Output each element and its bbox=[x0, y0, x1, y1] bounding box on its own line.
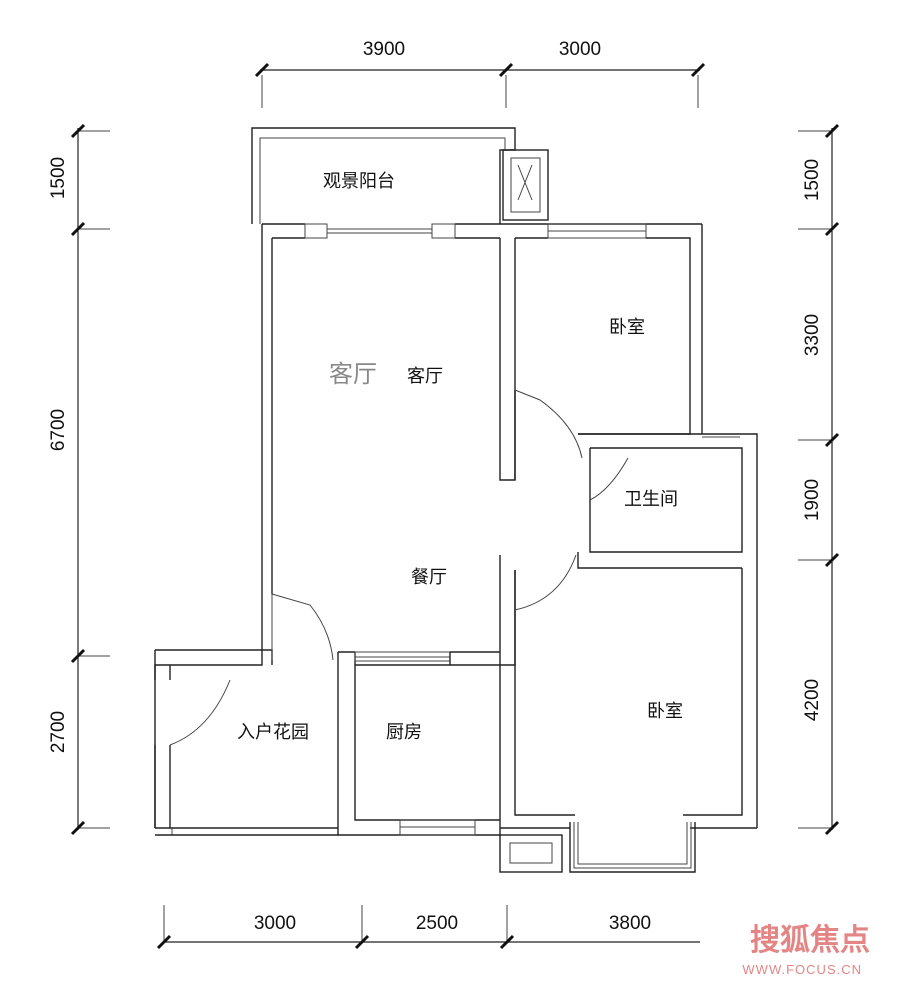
room-label-entry-garden: 入户花园 bbox=[237, 722, 309, 743]
doors bbox=[169, 389, 629, 746]
dim-left-2: 6700 bbox=[48, 409, 69, 451]
dimension-top: 3900 3000 bbox=[254, 39, 706, 108]
room-label-living: 客厅 bbox=[407, 366, 443, 387]
dim-bottom-2: 2500 bbox=[416, 913, 458, 934]
dimension-right: 1500 3300 1900 4200 bbox=[798, 123, 840, 836]
room-label-living-handwritten: 客厅 bbox=[329, 360, 377, 388]
dim-right-4: 4200 bbox=[802, 679, 823, 721]
dim-left-1: 1500 bbox=[48, 157, 69, 199]
dim-left-3: 2700 bbox=[48, 711, 69, 753]
room-label-bathroom: 卫生间 bbox=[624, 489, 678, 510]
room-label-dining: 餐厅 bbox=[411, 567, 447, 588]
dim-bottom-1: 3000 bbox=[254, 913, 296, 934]
dimension-bottom: 3000 2500 3800 bbox=[156, 905, 700, 950]
walls bbox=[154, 127, 758, 873]
room-label-balcony: 观景阳台 bbox=[323, 171, 395, 192]
watermark-url: WWW.FOCUS.CN bbox=[742, 962, 862, 977]
dim-top-2: 3000 bbox=[559, 39, 601, 60]
dim-top-1: 3900 bbox=[363, 39, 405, 60]
room-label-bedroom-top: 卧室 bbox=[609, 317, 645, 338]
dim-right-1: 1500 bbox=[802, 159, 823, 201]
dimension-left: 1500 6700 2700 bbox=[48, 123, 110, 836]
room-labels: 观景阳台 客厅 客厅 餐厅 卧室 卫生间 卧室 入户花园 厨房 bbox=[237, 171, 683, 743]
room-label-bedroom-bottom: 卧室 bbox=[647, 701, 683, 722]
dim-right-2: 3300 bbox=[802, 314, 823, 356]
watermark: 搜狐焦点 WWW.FOCUS.CN bbox=[742, 923, 870, 977]
dim-right-3: 1900 bbox=[802, 479, 823, 521]
room-label-kitchen: 厨房 bbox=[386, 722, 422, 743]
dim-bottom-3: 3800 bbox=[609, 913, 651, 934]
watermark-brand: 搜狐焦点 bbox=[750, 923, 870, 958]
